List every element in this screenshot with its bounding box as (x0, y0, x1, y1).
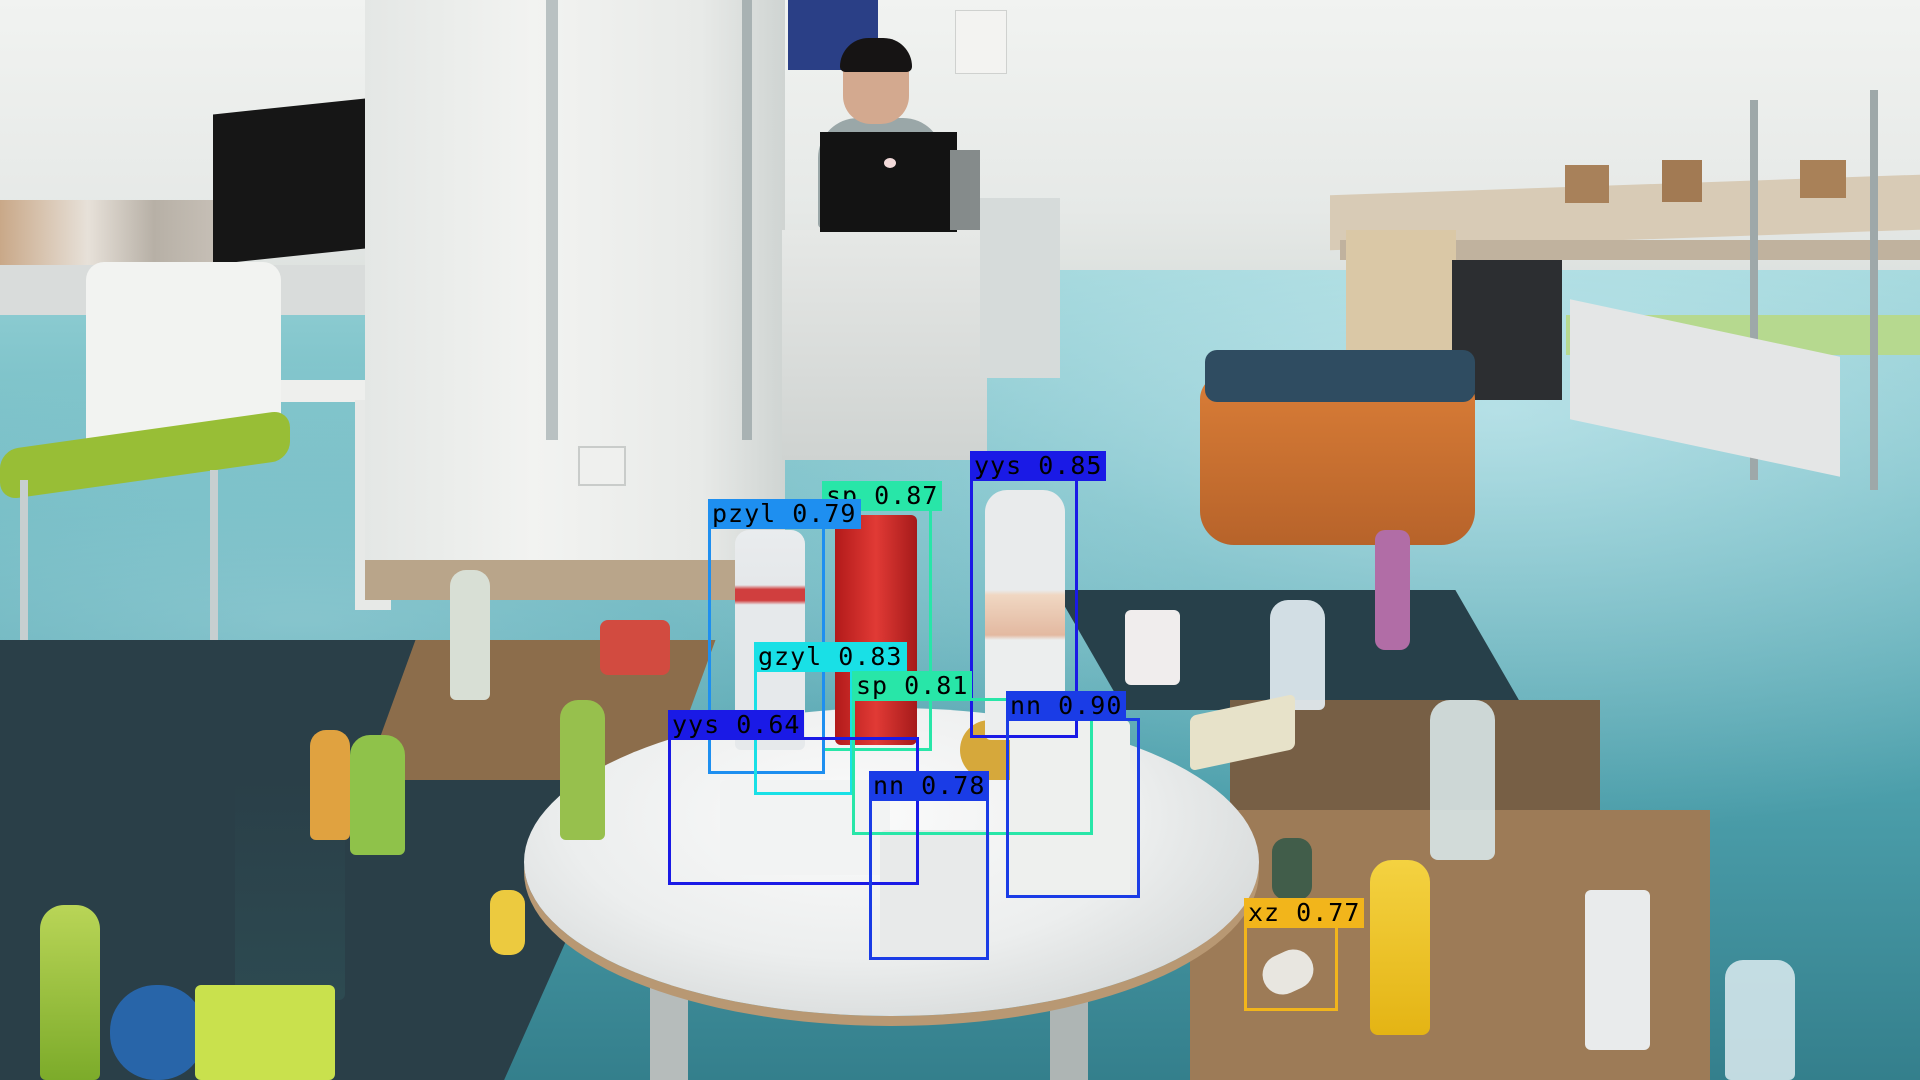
product-carton (1010, 720, 1130, 900)
detection-label: pzyl 0.79 (708, 499, 861, 529)
product-bottle (1272, 838, 1312, 900)
cabinet (1346, 230, 1456, 350)
product-can (1375, 530, 1410, 650)
desk-bottle (950, 150, 980, 230)
product-carton (1125, 610, 1180, 685)
product-bottle (350, 735, 405, 855)
detection-label: nn 0.78 (869, 771, 990, 801)
table-leg (650, 985, 688, 1080)
rail (1870, 90, 1878, 490)
product-bottle (450, 570, 490, 700)
orange-ottoman (1200, 375, 1475, 545)
person-desk (782, 230, 987, 460)
ottoman-top (1205, 350, 1475, 402)
laptop (820, 132, 957, 232)
product-bottle (1270, 600, 1325, 710)
detection-label: yys 0.85 (970, 451, 1107, 481)
product-bottle (40, 905, 100, 1080)
detection-box: yys 0.64 (668, 710, 919, 885)
person-hair (840, 38, 912, 72)
detection-label: sp 0.81 (852, 671, 973, 701)
detection-box: nn 0.90 (1006, 691, 1140, 898)
cardboard-box (1565, 165, 1609, 203)
cardboard-box (1662, 160, 1702, 202)
table-leg (1050, 985, 1088, 1080)
detection-box: xz 0.77 (1244, 898, 1365, 1011)
laptop-logo (884, 158, 896, 168)
product-bottle (1585, 890, 1650, 1050)
detection-label: yys 0.64 (668, 710, 805, 740)
detection-box: yys 0.85 (970, 451, 1107, 738)
detection-label: gzyl 0.83 (754, 642, 907, 672)
product-package (720, 780, 890, 875)
product-carton (880, 830, 990, 960)
product-bottle (1725, 960, 1795, 1080)
product-can (110, 985, 205, 1080)
warning-sign (955, 10, 1007, 74)
chair-leg (20, 480, 28, 720)
wall-pipe (742, 0, 752, 440)
pillar-base (365, 560, 785, 600)
workbench-edge (1340, 240, 1920, 260)
product-can (835, 515, 917, 745)
product-cup (600, 620, 670, 675)
detection-label: nn 0.90 (1006, 691, 1127, 721)
detection-box: sp 0.81 (852, 671, 1093, 835)
power-outlet (578, 446, 626, 486)
product-bottle (1430, 700, 1495, 860)
product-sponge (195, 985, 335, 1080)
cardboard-box (1800, 160, 1846, 198)
product-sponge (490, 890, 525, 955)
detection-box: gzyl 0.83 (754, 642, 907, 795)
desk-side (980, 198, 1060, 378)
product-bottle (310, 730, 350, 840)
rail (1750, 100, 1758, 480)
detection-box: nn 0.78 (869, 771, 990, 960)
product-bottle (1370, 860, 1430, 1035)
detection-label: xz 0.77 (1244, 898, 1365, 928)
wall-pipe (546, 0, 558, 440)
chair-leg (210, 470, 218, 720)
product-bottle (560, 700, 605, 840)
desk-items (0, 200, 220, 270)
pillar (365, 0, 785, 580)
